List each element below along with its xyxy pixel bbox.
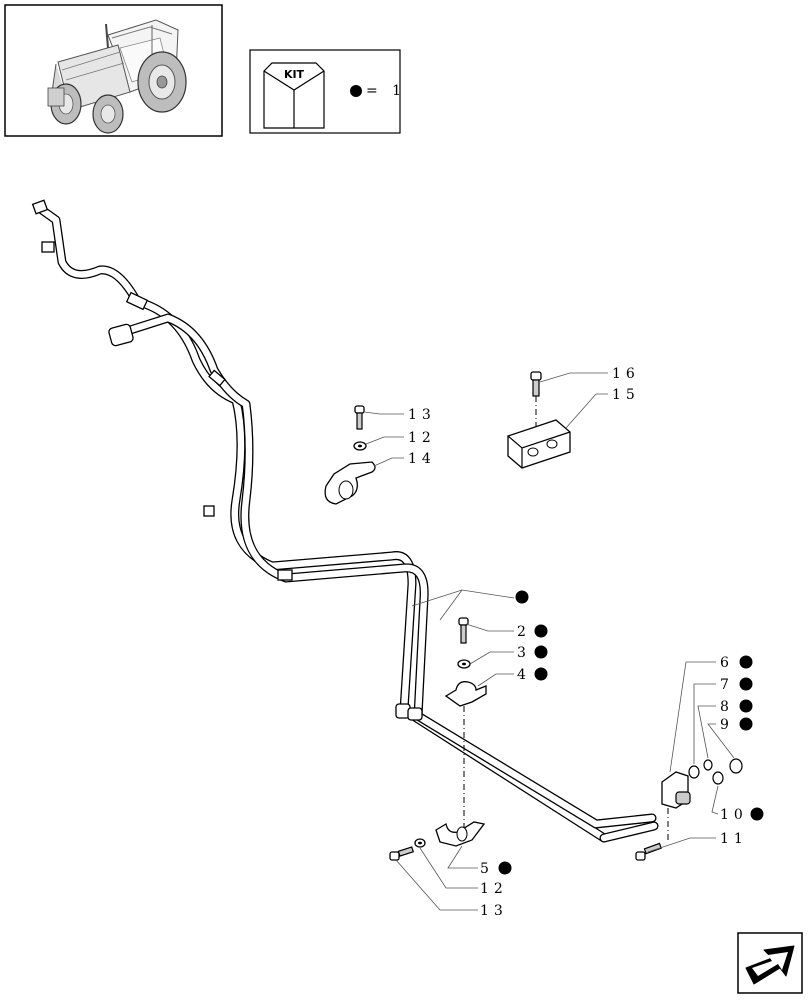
callout-16-label: 16 bbox=[612, 366, 640, 382]
callout-11-label: 11 bbox=[720, 831, 748, 847]
callout-11: 11 bbox=[720, 831, 748, 847]
callout-12-lower: 12 bbox=[480, 881, 508, 897]
kit-marker-dot bbox=[750, 807, 764, 821]
callout-8: 8 bbox=[720, 699, 753, 715]
callout-8-label: 8 bbox=[720, 699, 734, 715]
kit-marker-dot bbox=[739, 699, 753, 713]
callout-2: 2 bbox=[517, 624, 548, 640]
clamp-block-15 bbox=[507, 371, 571, 469]
pipe-assembly bbox=[31, 199, 659, 843]
callout-4: 4 bbox=[517, 667, 548, 683]
tractor-thumbnail bbox=[4, 4, 223, 137]
kit-dot bbox=[350, 85, 362, 97]
kit-marker-dot bbox=[739, 677, 753, 691]
kit-marker-dot bbox=[498, 861, 512, 875]
callout-4-label: 4 bbox=[517, 667, 531, 683]
callout-13-lower: 13 bbox=[480, 903, 508, 919]
kit-marker-dot bbox=[739, 717, 753, 731]
kit-badge: KIT bbox=[284, 68, 305, 81]
callout-9: 9 bbox=[720, 717, 753, 733]
callout-12-upper-label: 12 bbox=[408, 430, 436, 446]
kit-marker-dot bbox=[515, 590, 529, 604]
connector-block-6 bbox=[635, 758, 743, 861]
callout-10-label: 10 bbox=[720, 807, 748, 823]
leader-lines bbox=[363, 372, 735, 911]
callout-9-label: 9 bbox=[720, 717, 734, 733]
callout-7: 7 bbox=[720, 677, 753, 693]
callout-7-label: 7 bbox=[720, 677, 734, 693]
strap-clamp-14 bbox=[324, 405, 376, 505]
callout-5: 5 bbox=[480, 861, 512, 877]
next-page-button[interactable] bbox=[737, 932, 803, 994]
callout-12-upper: 12 bbox=[408, 430, 436, 446]
callout-1 bbox=[515, 590, 529, 604]
callout-13-upper: 13 bbox=[408, 407, 436, 423]
kit-marker-dot bbox=[534, 645, 548, 659]
next-page-arrow-icon bbox=[745, 945, 795, 985]
callout-12-lower-label: 12 bbox=[480, 881, 508, 897]
callout-3-label: 3 bbox=[517, 645, 531, 661]
callout-10: 10 bbox=[720, 807, 764, 823]
kit-legend: KIT = 1 bbox=[249, 49, 406, 134]
callout-13-upper-label: 13 bbox=[408, 407, 436, 423]
kit-legend-value: = 1 bbox=[366, 83, 406, 99]
callout-16: 16 bbox=[612, 366, 640, 382]
callout-6: 6 bbox=[720, 655, 753, 671]
callout-15: 15 bbox=[612, 387, 640, 403]
callout-6-label: 6 bbox=[720, 655, 734, 671]
callout-2-label: 2 bbox=[517, 624, 531, 640]
callout-13-lower-label: 13 bbox=[480, 903, 508, 919]
callout-5-label: 5 bbox=[480, 861, 494, 877]
callout-3: 3 bbox=[517, 645, 548, 661]
clip-clamp-4 bbox=[444, 617, 487, 830]
kit-marker-dot bbox=[534, 667, 548, 681]
callout-14-label: 14 bbox=[408, 451, 436, 467]
kit-marker-dot bbox=[534, 624, 548, 638]
clip-clamp-5 bbox=[389, 821, 486, 861]
kit-marker-dot bbox=[739, 655, 753, 669]
callout-15-label: 15 bbox=[612, 387, 640, 403]
callout-14: 14 bbox=[408, 451, 436, 467]
